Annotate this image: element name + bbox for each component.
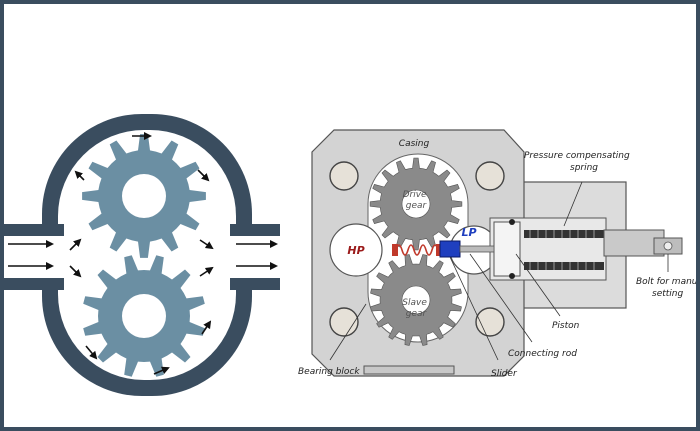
piston-label: Piston [552,321,580,331]
compensating-spring [524,230,604,270]
rotation-arrow-icon [69,238,82,251]
rotation-arrow-icon [153,366,170,375]
hp-port [329,223,383,277]
upper-gear [82,134,206,258]
adjusting-bolt [603,229,683,257]
rotation-arrow-icon [199,239,214,250]
slave-gear [370,254,462,346]
piston [493,221,521,277]
drive-gear-label: Drive gear [403,190,430,211]
casing-label: Casing [399,139,430,149]
diagram-canvas: Drive gear Slave gear [4,114,700,396]
hp-label: HP [347,244,364,257]
rotation-arrow-icon [199,266,214,277]
drive-gear [369,157,463,251]
bolt-hole [329,161,359,191]
bolt-hole [475,307,505,337]
seal-spring [395,244,439,256]
bolt-hole [329,307,359,337]
bolt-label: Bolt for manual setting [636,277,700,299]
bolt-holes [329,161,505,337]
leader-lines [329,181,669,361]
slave-gear-label: Slave gear [402,298,429,319]
slider-block [439,240,461,258]
rotation-arrow-icon [69,265,82,278]
bearing-block-label: Bearing block [298,367,360,377]
connecting-rod [459,245,495,253]
gear-pump-schematic [4,114,280,396]
rotation-arrow-icon [197,169,210,182]
rotation-arrow-icon [85,345,98,360]
connecting-rod-label: Connecting rod [508,349,577,359]
pump-cross-section: Drive gear Slave gear [311,129,683,377]
flow-arrows [8,132,278,375]
rotation-arrow-icon [74,170,85,181]
pressure-spring-label: Pressure compensating spring [524,151,633,173]
rotation-arrow-icon [201,320,212,335]
lp-label: LP [461,226,476,239]
lower-gear [83,255,205,377]
bolt-hole [475,161,505,191]
slider-label: Slider [491,369,518,379]
